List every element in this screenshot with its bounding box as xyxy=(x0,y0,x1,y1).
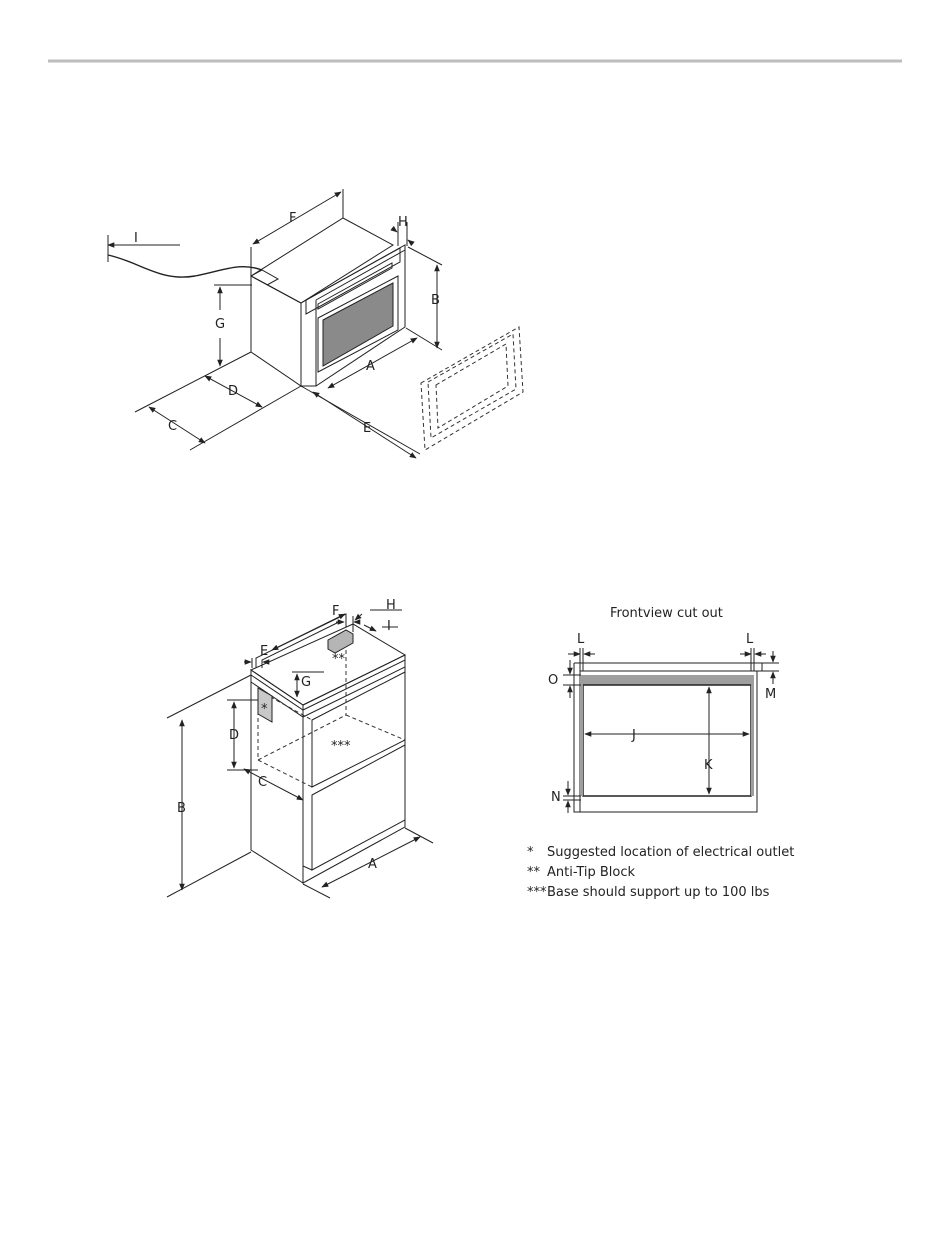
oven-side xyxy=(251,276,301,386)
cabinet-label-F: F xyxy=(332,604,339,619)
cutout-label-M: M xyxy=(765,687,776,702)
legend-text: Base should support up to 100 lbs xyxy=(547,885,770,900)
cutout-diagram: Frontview cut out xyxy=(548,606,779,813)
oven-label-H: H xyxy=(398,215,408,230)
cabinet-label-B: B xyxy=(177,801,186,816)
oven-label-E: E xyxy=(363,421,371,436)
cutout-label-K: K xyxy=(704,758,713,773)
legend-text: Suggested location of electrical outlet xyxy=(547,845,794,860)
oven-label-A: A xyxy=(366,359,375,374)
oven-label-B: B xyxy=(431,293,440,308)
oven-diagram: F H I B G A D C E xyxy=(108,189,523,458)
legend-text: Anti-Tip Block xyxy=(547,865,636,880)
cutout-shaded-band xyxy=(583,675,751,685)
legend: * Suggested location of electrical outle… xyxy=(527,845,794,900)
cabinet-front xyxy=(303,655,405,883)
legend-item: * Suggested location of electrical outle… xyxy=(527,845,794,860)
oven-label-C: C xyxy=(168,419,177,434)
cutout-title: Frontview cut out xyxy=(610,606,723,621)
cutout-label-L-left: L xyxy=(577,632,585,647)
oven-label-F: F xyxy=(289,211,296,226)
cutout-label-N: N xyxy=(551,790,561,805)
oven-label-G: G xyxy=(215,317,225,332)
oven-label-I: I xyxy=(134,231,138,246)
base-mark: *** xyxy=(331,739,351,754)
legend-mark: *** xyxy=(527,885,547,900)
legend-mark: ** xyxy=(527,865,541,880)
cabinet-diagram: * ** *** F H I E G D C B A xyxy=(167,598,433,898)
cabinet-label-A: A xyxy=(368,857,377,872)
legend-mark: * xyxy=(527,845,534,860)
cabinet-label-E: E xyxy=(260,644,268,659)
power-cord xyxy=(108,255,262,277)
cutout-opening xyxy=(583,685,751,796)
oven-label-D: D xyxy=(228,384,238,399)
cabinet-label-C: C xyxy=(258,775,267,790)
outlet-mark: * xyxy=(261,702,268,717)
legend-item: *** Base should support up to 100 lbs xyxy=(527,885,770,900)
cabinet-top xyxy=(251,624,405,705)
cutout-label-L-right: L xyxy=(746,632,754,647)
cabinet-label-D: D xyxy=(229,728,239,743)
anti-tip-mark: ** xyxy=(332,652,346,667)
cutout-label-O: O xyxy=(548,673,558,688)
legend-item: ** Anti-Tip Block xyxy=(527,865,636,880)
cabinet-label-G: G xyxy=(301,675,311,690)
cutout-label-J: J xyxy=(631,728,636,743)
cabinet-label-H: H xyxy=(386,598,396,613)
trim-kit xyxy=(421,327,523,450)
cabinet-label-I: I xyxy=(387,619,391,634)
